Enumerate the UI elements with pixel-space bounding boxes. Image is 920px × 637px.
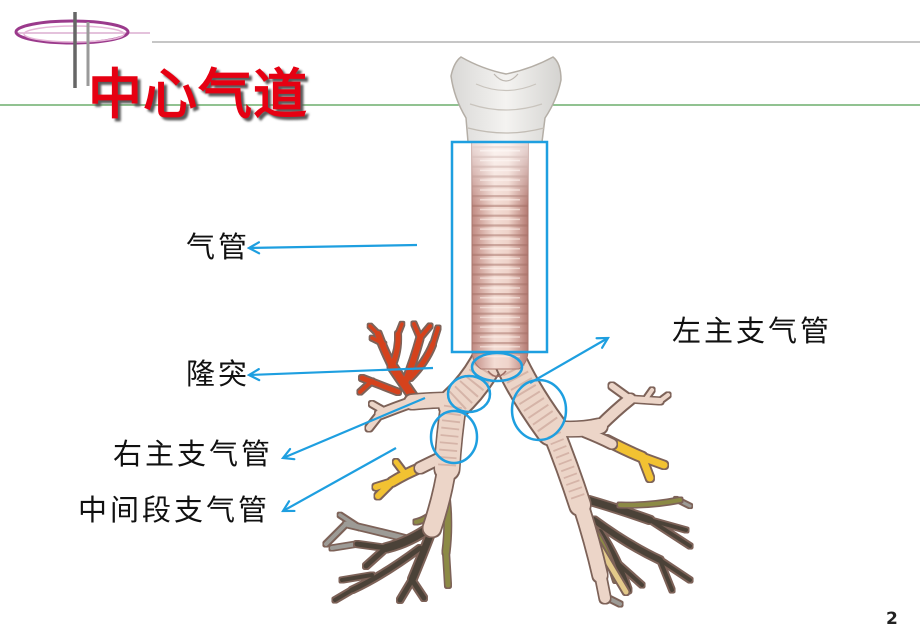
ring-logo-icon [14, 12, 150, 88]
left-lower-lobe-dark-branches [584, 496, 692, 593]
left-main-bronchus-highlight-circle [510, 378, 568, 442]
logo-ring-outer [14, 19, 130, 45]
label-carina: 隆突 [186, 357, 251, 391]
right-lower-lobe-grey-branches [324, 513, 407, 550]
bronchial-branch [396, 322, 404, 336]
bronchial-branch [407, 341, 436, 381]
bronchial-branch [402, 335, 423, 386]
bronchial-branch [389, 331, 401, 369]
bronchial-branch [643, 388, 654, 402]
intermediate-bronchus-arrow [283, 447, 397, 511]
bronchial-branch [443, 549, 451, 588]
bronchial-branch [370, 336, 386, 346]
bronchial-branch [595, 568, 610, 603]
larynx [450, 56, 562, 143]
bronchial-branch [412, 322, 422, 340]
bronchial-branch [418, 324, 432, 340]
larynx-cartilage [450, 56, 562, 143]
larynx-crease [475, 83, 537, 92]
bronchial-branch [431, 326, 440, 346]
bronchial-branch [366, 411, 383, 431]
bronchial-branch [618, 498, 682, 508]
bronchial-branch [609, 383, 633, 402]
bronchial-branch [658, 558, 674, 592]
page-number: 2 [886, 609, 898, 629]
carina-highlight-circle [470, 351, 524, 383]
label-intermediate-bronchus: 中间段支气管 [78, 493, 271, 527]
slide-title: 中心气道 [88, 63, 308, 126]
right-middle-lobe-bronchus [415, 450, 452, 473]
annotation-arrows [249, 245, 608, 511]
trachea-arrow [249, 245, 418, 248]
left-upper-lobe-bronchus [543, 419, 607, 437]
bronchial-branch [393, 459, 408, 477]
bronchial-branch [612, 558, 644, 587]
bronchial-branch [349, 545, 423, 593]
right-main-bronchus-arrow [283, 396, 426, 458]
label-trachea: 气管 [186, 230, 251, 264]
bronchial-branch [584, 496, 654, 524]
label-right-main-bronchus: 右主支气管 [113, 437, 274, 471]
bronchial-branch [343, 521, 407, 541]
thyroid-notch [493, 73, 519, 82]
bronchial-branch [591, 517, 663, 563]
intermediate-bronchus-rings [438, 404, 462, 467]
left-lower-lobe-bronchus [542, 418, 590, 515]
left-lower-lobe-tan-branches [595, 542, 629, 595]
intermediate-bronchus-highlight-circle [429, 409, 479, 465]
bronchial-branch [338, 513, 362, 530]
bronchial-branch [333, 588, 354, 602]
right-main-bronchus-rings [447, 356, 499, 411]
bronchial-branch [375, 331, 395, 369]
label-left-main-bronchus: 左主支气管 [672, 314, 833, 348]
bronchial-branch [340, 573, 374, 582]
bronchial-branch [375, 479, 395, 499]
right-lower-lobe-dark-branches [333, 522, 436, 603]
bronchial-branch [638, 453, 654, 482]
lingular-bronchus [580, 427, 617, 449]
bronchial-branch [573, 496, 607, 582]
cricoid-edge [467, 127, 545, 134]
larynx-crease [469, 103, 543, 111]
bronchial-branch [369, 401, 389, 415]
bronchial-branch [324, 522, 348, 546]
highlight-annotations [429, 140, 568, 465]
left-airway-trunk [493, 341, 670, 603]
bronchial-branch [330, 542, 359, 550]
bronchial-branch [359, 375, 401, 395]
carina-notch [487, 370, 507, 378]
bronchial-branch [397, 577, 415, 603]
trachea-upper-sheen [472, 134, 528, 206]
right-lower-lobe-bronchus [423, 457, 456, 537]
bronchial-branch [595, 542, 629, 595]
bronchial-branch [409, 577, 427, 601]
bronchial-branch [595, 394, 635, 431]
bronchial-branch [658, 393, 670, 403]
bronchial-rings [438, 356, 586, 503]
left-main-bronchus-arrow [529, 338, 608, 384]
right-upper-lobe-red-branches [358, 322, 440, 402]
bronchial-branch [358, 379, 374, 394]
bronchial-branch [648, 518, 692, 548]
bronchial-branch [368, 324, 380, 336]
trachea [471, 133, 529, 370]
carina-arrow [249, 366, 434, 375]
bronchial-branch [363, 545, 389, 569]
right-main-bronchus-highlight-circle [446, 374, 492, 414]
bronchial-branch [658, 558, 692, 582]
bronchial-branch [354, 541, 389, 551]
